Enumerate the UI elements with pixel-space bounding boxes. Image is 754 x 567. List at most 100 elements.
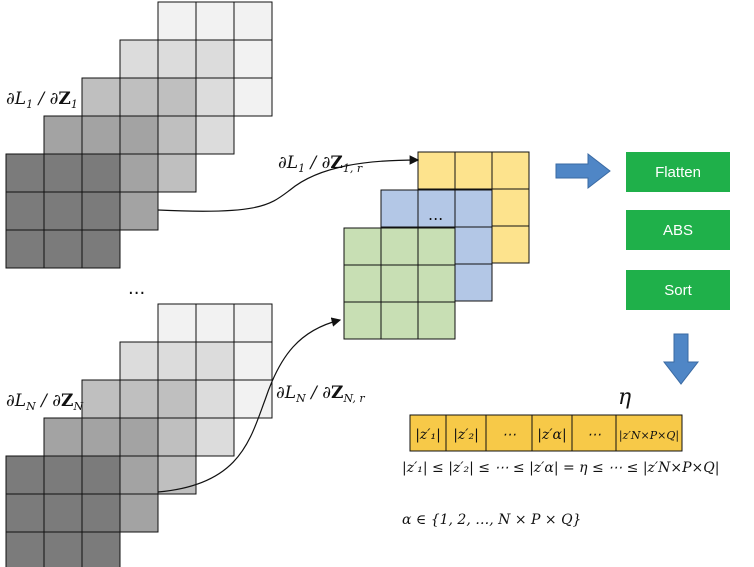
vector-cell: [615, 414, 683, 452]
channel-cell: [417, 227, 456, 266]
grid-cell: [5, 531, 45, 567]
grid-cell: [5, 455, 45, 495]
grad-label-N: ∂LN / ∂ZN: [6, 391, 83, 413]
grid-cell: [43, 115, 83, 155]
channel-cell: [454, 189, 493, 228]
vector-cell-label: ⋯: [502, 427, 516, 443]
curve-arrow-bottom: [157, 317, 342, 493]
grid-cell: [81, 417, 121, 457]
grid-cell: [195, 39, 235, 79]
grid-cell: [157, 303, 197, 343]
channel-cell: [380, 264, 419, 303]
grid-cell: [195, 77, 235, 117]
grid-cell: [195, 379, 235, 419]
channel-cell: [417, 301, 456, 340]
svg-text:Flatten: Flatten: [655, 164, 701, 181]
grid-cell: [43, 229, 83, 269]
grid-cell: [81, 379, 121, 419]
grid-cell: [157, 39, 197, 79]
grid-cell: [233, 77, 273, 117]
svg-text:ABS: ABS: [663, 222, 693, 239]
grid-cell: [195, 303, 235, 343]
vector-cell: [485, 414, 533, 452]
grid-cell: [157, 153, 197, 193]
inequality-formula: |z′₁| ≤ |z′₂| ≤ ⋯ ≤ |z′α| = η ≤ ⋯ ≤ |z′N…: [402, 460, 719, 476]
grid-cell: [195, 417, 235, 457]
grad-label-1: ∂L1 / ∂Z1: [6, 89, 78, 111]
grid-cell: [81, 115, 121, 155]
channel-cell: [454, 263, 493, 302]
sorted-vector: |z′₁||z′₂|⋯|z′α|⋯|z′N×P×Q|: [409, 414, 683, 452]
grid-cell: [195, 341, 235, 381]
vector-cell-label: ⋯: [587, 427, 601, 443]
channel-ellipsis: ...: [428, 205, 443, 224]
stack-ellipsis: ...: [128, 278, 145, 299]
channel-cell: [417, 189, 456, 228]
grid-cell: [119, 341, 159, 381]
grid-cell: [119, 115, 159, 155]
grid-cell: [5, 191, 45, 231]
grid-cell: [5, 493, 45, 533]
grid-cell: [5, 153, 45, 193]
grid-cell: [119, 77, 159, 117]
grid-cell: [81, 153, 121, 193]
sort-button[interactable]: Sort: [626, 270, 730, 310]
grid-cell: [195, 115, 235, 155]
vector-cell: [445, 414, 487, 452]
channel-cell: [380, 189, 419, 228]
channel-cell: [343, 264, 382, 303]
vector-cell-label: |z′α|: [537, 427, 566, 443]
grid-cell: [157, 379, 197, 419]
grid-cell: [157, 417, 197, 457]
grid-cell: [157, 77, 197, 117]
grid-cell: [195, 1, 235, 41]
eta-label: η: [618, 385, 631, 410]
flatten-button[interactable]: Flatten: [626, 152, 730, 192]
vector-cell-label: |z′₁|: [415, 427, 441, 443]
grid-cell: [233, 303, 273, 343]
channel-cell: [380, 227, 419, 266]
channel-cell: [380, 301, 419, 340]
grid-cell: [119, 493, 159, 533]
grid-cell: [157, 455, 197, 495]
grad-label-Nr: ∂LN / ∂ZN, r: [276, 383, 365, 405]
curve-arrow-top: [157, 155, 420, 212]
grid-cell: [43, 417, 83, 457]
grid-cell: [43, 531, 83, 567]
grid-cell: [157, 1, 197, 41]
grid-cell: [43, 455, 83, 495]
grid-cell: [233, 1, 273, 41]
arrow-down-icon: [662, 333, 700, 385]
vector-cell-label: |z′N×P×Q|: [619, 429, 679, 443]
grid-cell: [119, 191, 159, 231]
colored-channel-stack: [343, 151, 530, 340]
grid-cell: [119, 39, 159, 79]
vector-cell: [409, 414, 447, 452]
grid-cell: [43, 191, 83, 231]
arrow-right-icon: [555, 152, 611, 190]
grid-cell: [81, 229, 121, 269]
channel-cell: [454, 151, 493, 190]
grid-cell: [157, 341, 197, 381]
grid-cell: [119, 417, 159, 457]
grid-cell: [43, 153, 83, 193]
grid-cell: [233, 341, 273, 381]
grid-cell: [119, 153, 159, 193]
grid-cell: [81, 77, 121, 117]
grid-cell: [233, 39, 273, 79]
vector-cell: [571, 414, 617, 452]
channel-cell: [343, 301, 382, 340]
grid-cell: [81, 455, 121, 495]
grid-cell: [43, 493, 83, 533]
abs-button[interactable]: ABS: [626, 210, 730, 250]
grid-cell: [81, 531, 121, 567]
channel-cell: [491, 225, 530, 264]
alpha-set-formula: α ∈ {1, 2, …, N × P × Q}: [402, 512, 581, 528]
grid-cell: [119, 455, 159, 495]
channel-cell: [491, 151, 530, 190]
grid-cell: [233, 379, 273, 419]
channel-cell: [343, 227, 382, 266]
svg-text:Sort: Sort: [664, 282, 692, 299]
channel-cell: [491, 188, 530, 227]
